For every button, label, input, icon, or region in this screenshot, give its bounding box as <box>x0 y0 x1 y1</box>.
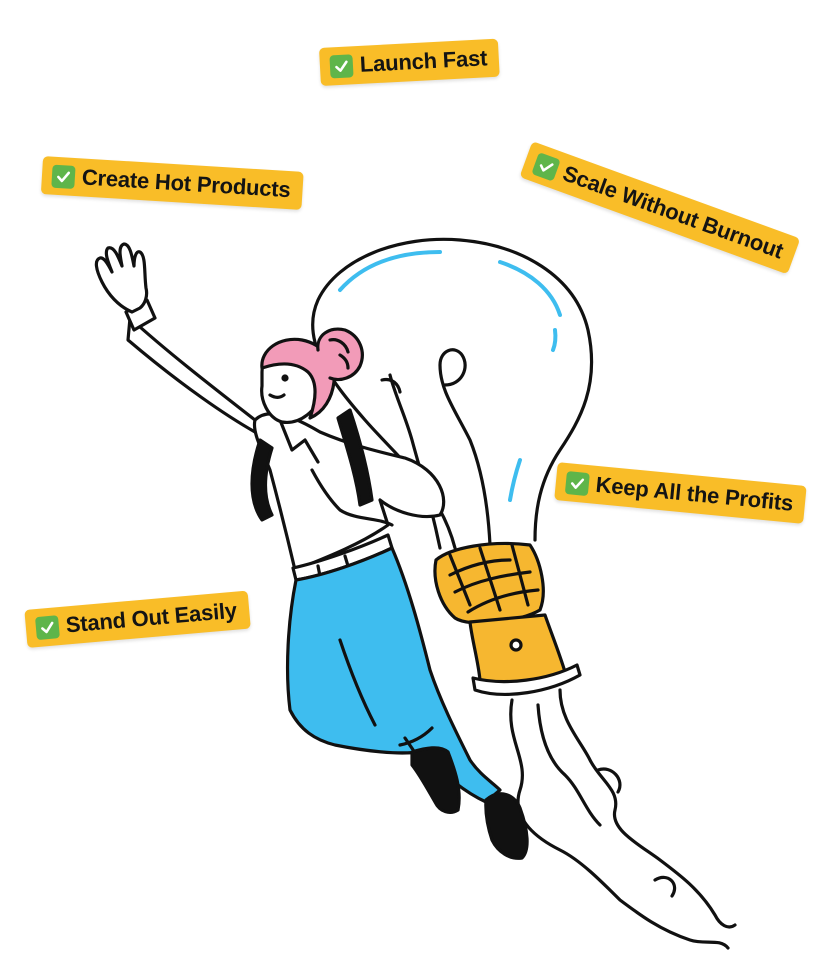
tag-keep-all-the-profits: Keep All the Profits <box>554 462 807 524</box>
tag-launch-fast: Launch Fast <box>319 38 501 86</box>
check-box-icon <box>34 614 60 640</box>
woman-figure <box>94 242 529 860</box>
tag-create-hot-products: Create Hot Products <box>40 156 304 210</box>
tag-scale-without-burnout: Scale Without Burnout <box>519 141 801 275</box>
check-box-icon <box>564 470 590 496</box>
rocket-base <box>433 541 582 696</box>
check-box-icon <box>329 53 354 78</box>
tag-label: Create Hot Products <box>81 164 292 203</box>
check-box-icon <box>531 151 561 182</box>
smoke-trail <box>509 688 737 950</box>
tag-stand-out-easily: Stand Out Easily <box>24 590 251 648</box>
lightbulb <box>311 237 594 550</box>
check-box-icon <box>51 164 76 189</box>
tag-label: Launch Fast <box>359 45 488 77</box>
